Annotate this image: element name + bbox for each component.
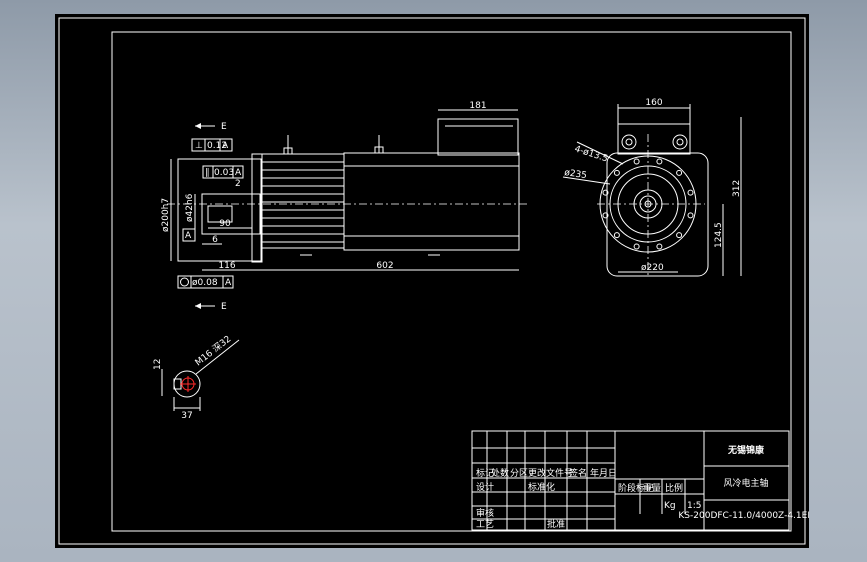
end-terminal-box (617, 123, 691, 155)
main-body (343, 152, 520, 251)
dim-shaft-length: 116 (218, 261, 235, 271)
bolt-hole (687, 189, 694, 196)
tb-label-7: 标准化 (528, 481, 555, 493)
tb-label-0: 标记 (476, 467, 494, 479)
tb-label-9: 工艺 (476, 519, 494, 530)
tol-perp: 0.12 (207, 141, 227, 151)
company-name: 无锡锦康 (727, 444, 765, 456)
bolt-hole (602, 212, 609, 219)
bolt-hole (613, 232, 620, 239)
tol-runout: ø0.08 (192, 278, 218, 288)
tb-label-3: 更改文件号 (528, 467, 573, 479)
outer-frame (58, 17, 806, 545)
cad-drawing-viewport[interactable]: 181 602 116 90 6 2 ø42h6 ø200h7 ⊥ 0.12 A… (55, 14, 809, 548)
terminal-box (437, 118, 519, 156)
section-mark-top: E (221, 122, 227, 132)
tb-label-2: 分区 (510, 468, 528, 479)
tb-label-12: 重量 (643, 482, 661, 494)
tb-label-4: 签名 (569, 467, 587, 479)
dim-keyway-depth: 37 (181, 411, 192, 421)
keyway-outline (207, 205, 233, 223)
svg-text:∥: ∥ (205, 168, 210, 178)
dim-flange-dia: ø200h7 (161, 198, 171, 232)
side-view: 181 602 116 90 6 2 ø42h6 ø200h7 ⊥ 0.12 A… (161, 101, 529, 312)
dim-bolt-holes: 4-ø13.5 (573, 144, 609, 164)
title-block: 标记 处数 分区 更改文件号 签名 年月日 设计 标准化 审核 工艺 批准 阶段… (471, 430, 809, 531)
cooling-fins (262, 161, 344, 243)
bolt-hole (656, 158, 663, 165)
inner-frame (111, 31, 792, 532)
tb-label-6: 设计 (476, 481, 494, 493)
weight-unit: Kg (664, 501, 676, 511)
scale-value: 1:5 (687, 501, 701, 511)
end-housing (606, 152, 709, 277)
tol-parallel: 0.03 (214, 168, 234, 178)
drawing-name: 风冷电主轴 (723, 477, 768, 489)
dim-thread: M16 深32 (193, 334, 233, 369)
shaft-outline (201, 193, 261, 235)
section-mark-bottom: E (221, 302, 227, 312)
tb-label-5: 年月日 (590, 467, 617, 479)
dim-key-offset: 6 (212, 235, 218, 245)
dim-spigot: ø220 (641, 263, 664, 273)
drawing-canvas: 181 602 116 90 6 2 ø42h6 ø200h7 ⊥ 0.12 A… (58, 17, 809, 545)
dim-box-width: 181 (469, 101, 486, 111)
bolt-hole (656, 243, 663, 250)
tb-label-8: 审核 (476, 507, 494, 519)
dim-key-width: 12 (153, 359, 163, 370)
bolt-hole (602, 189, 609, 196)
bolt-hole (676, 232, 683, 239)
bolt-holes (602, 158, 694, 250)
shaft-section-view: 12 M16 深32 37 (153, 334, 240, 421)
bolt-hole (676, 169, 683, 176)
tol-runout-datum: A (225, 278, 232, 288)
bolt-hole (613, 169, 620, 176)
tb-label-11: 阶段标记 (618, 482, 654, 494)
dim-end-width: 160 (645, 98, 662, 108)
end-view: 160 312 124.5 4-ø13.5 ø235 ø220 (562, 98, 742, 277)
drawing-number: KS-200DFC-11.0/4000Z-4.1ER (678, 511, 809, 521)
dim-shaft-dia: ø42h6 (185, 193, 195, 222)
flange-outline (177, 158, 262, 262)
dim-end-height: 312 (732, 180, 742, 197)
bolt-hole (633, 158, 640, 165)
dim-bolt-circle: ø235 (564, 168, 588, 181)
dim-total-length: 602 (376, 261, 393, 271)
tb-label-1: 处数 (491, 467, 509, 479)
tb-label-13: 比例 (665, 482, 683, 494)
datum-a-box: A (185, 231, 192, 241)
tol-perp-datum: A (222, 141, 229, 151)
dim-center-height: 124.5 (714, 222, 724, 248)
bolt-hole (633, 243, 640, 250)
svg-text:⊥: ⊥ (195, 141, 203, 151)
dim-small: 2 (235, 179, 241, 189)
tb-label-10: 批准 (547, 518, 565, 530)
bolt-hole (687, 212, 694, 219)
tol-parallel-datum: A (235, 168, 242, 178)
dim-key-length: 90 (219, 219, 231, 229)
